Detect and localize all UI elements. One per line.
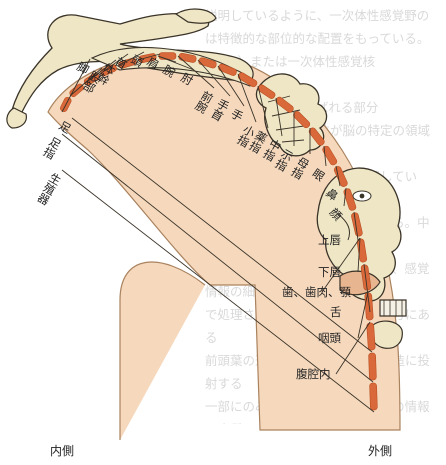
band-segment (367, 323, 376, 350)
region-label: 上唇 (318, 233, 341, 247)
band-segment (159, 53, 176, 60)
medial-label: 内側 (50, 442, 74, 459)
cortex-inner-edge (120, 262, 205, 440)
foot-sole (7, 108, 26, 128)
region-label: 下唇 (318, 265, 341, 279)
lateral-label: 外側 (368, 442, 392, 459)
band-segment (369, 353, 377, 380)
region-label: 歯、歯肉、顎 (282, 285, 351, 299)
band-segment (370, 383, 378, 410)
region-label: 舌 (330, 305, 342, 319)
region-label: 生殖器 (34, 170, 64, 208)
region-label: 腹腔内 (296, 367, 331, 381)
pupil (360, 194, 365, 199)
homunculus-tongue (371, 321, 403, 348)
region-label: 咽頭 (318, 331, 341, 345)
region-label: 足指 (40, 135, 64, 162)
